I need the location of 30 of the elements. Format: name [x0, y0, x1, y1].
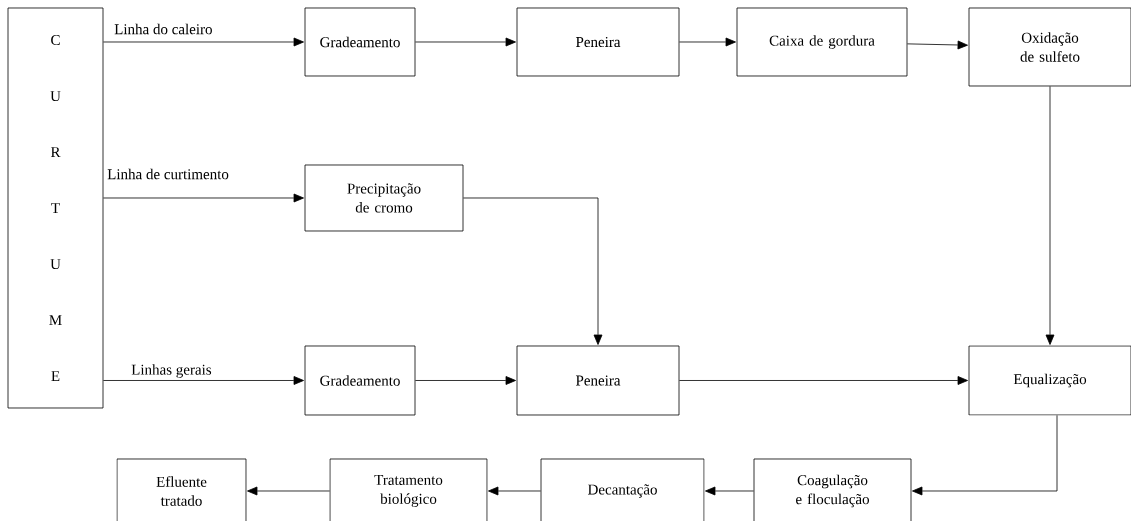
arrow — [705, 486, 754, 496]
process-box: Precipitação de cromo — [304, 164, 464, 232]
process-box: Gradeamento — [304, 7, 416, 77]
arrow — [415, 37, 516, 47]
vertical-label-box: C U R T U M E — [7, 7, 104, 409]
arrow — [679, 376, 968, 385]
process-box: Decantação — [540, 458, 705, 521]
process-box: Caixa de gordura — [736, 7, 908, 77]
arrow — [463, 197, 603, 345]
process-box: Peneira — [516, 345, 680, 416]
process-box: Oxidação de sulfeto — [968, 7, 1131, 87]
process-box: Coagulação e floculação — [753, 458, 912, 521]
process-box: Gradeamento — [304, 345, 416, 416]
arrow — [103, 376, 304, 385]
arrow — [103, 37, 304, 47]
arrow — [1045, 86, 1055, 345]
arrow — [103, 193, 304, 203]
edge-label: Linha do caleiro — [113, 22, 214, 36]
arrow — [912, 415, 1058, 496]
process-box: Equalização — [968, 345, 1131, 416]
process-box: Efluente tratado — [116, 458, 247, 521]
edge-label: Linha de curtimento — [106, 167, 230, 181]
process-box: Peneira — [516, 7, 680, 77]
arrow — [907, 40, 968, 50]
arrow — [488, 486, 541, 496]
arrow — [415, 376, 516, 385]
arrow — [679, 37, 736, 47]
arrow — [247, 486, 330, 496]
edge-label: Linhas gerais — [130, 363, 213, 379]
process-box: Tratamento biológico — [329, 458, 488, 521]
